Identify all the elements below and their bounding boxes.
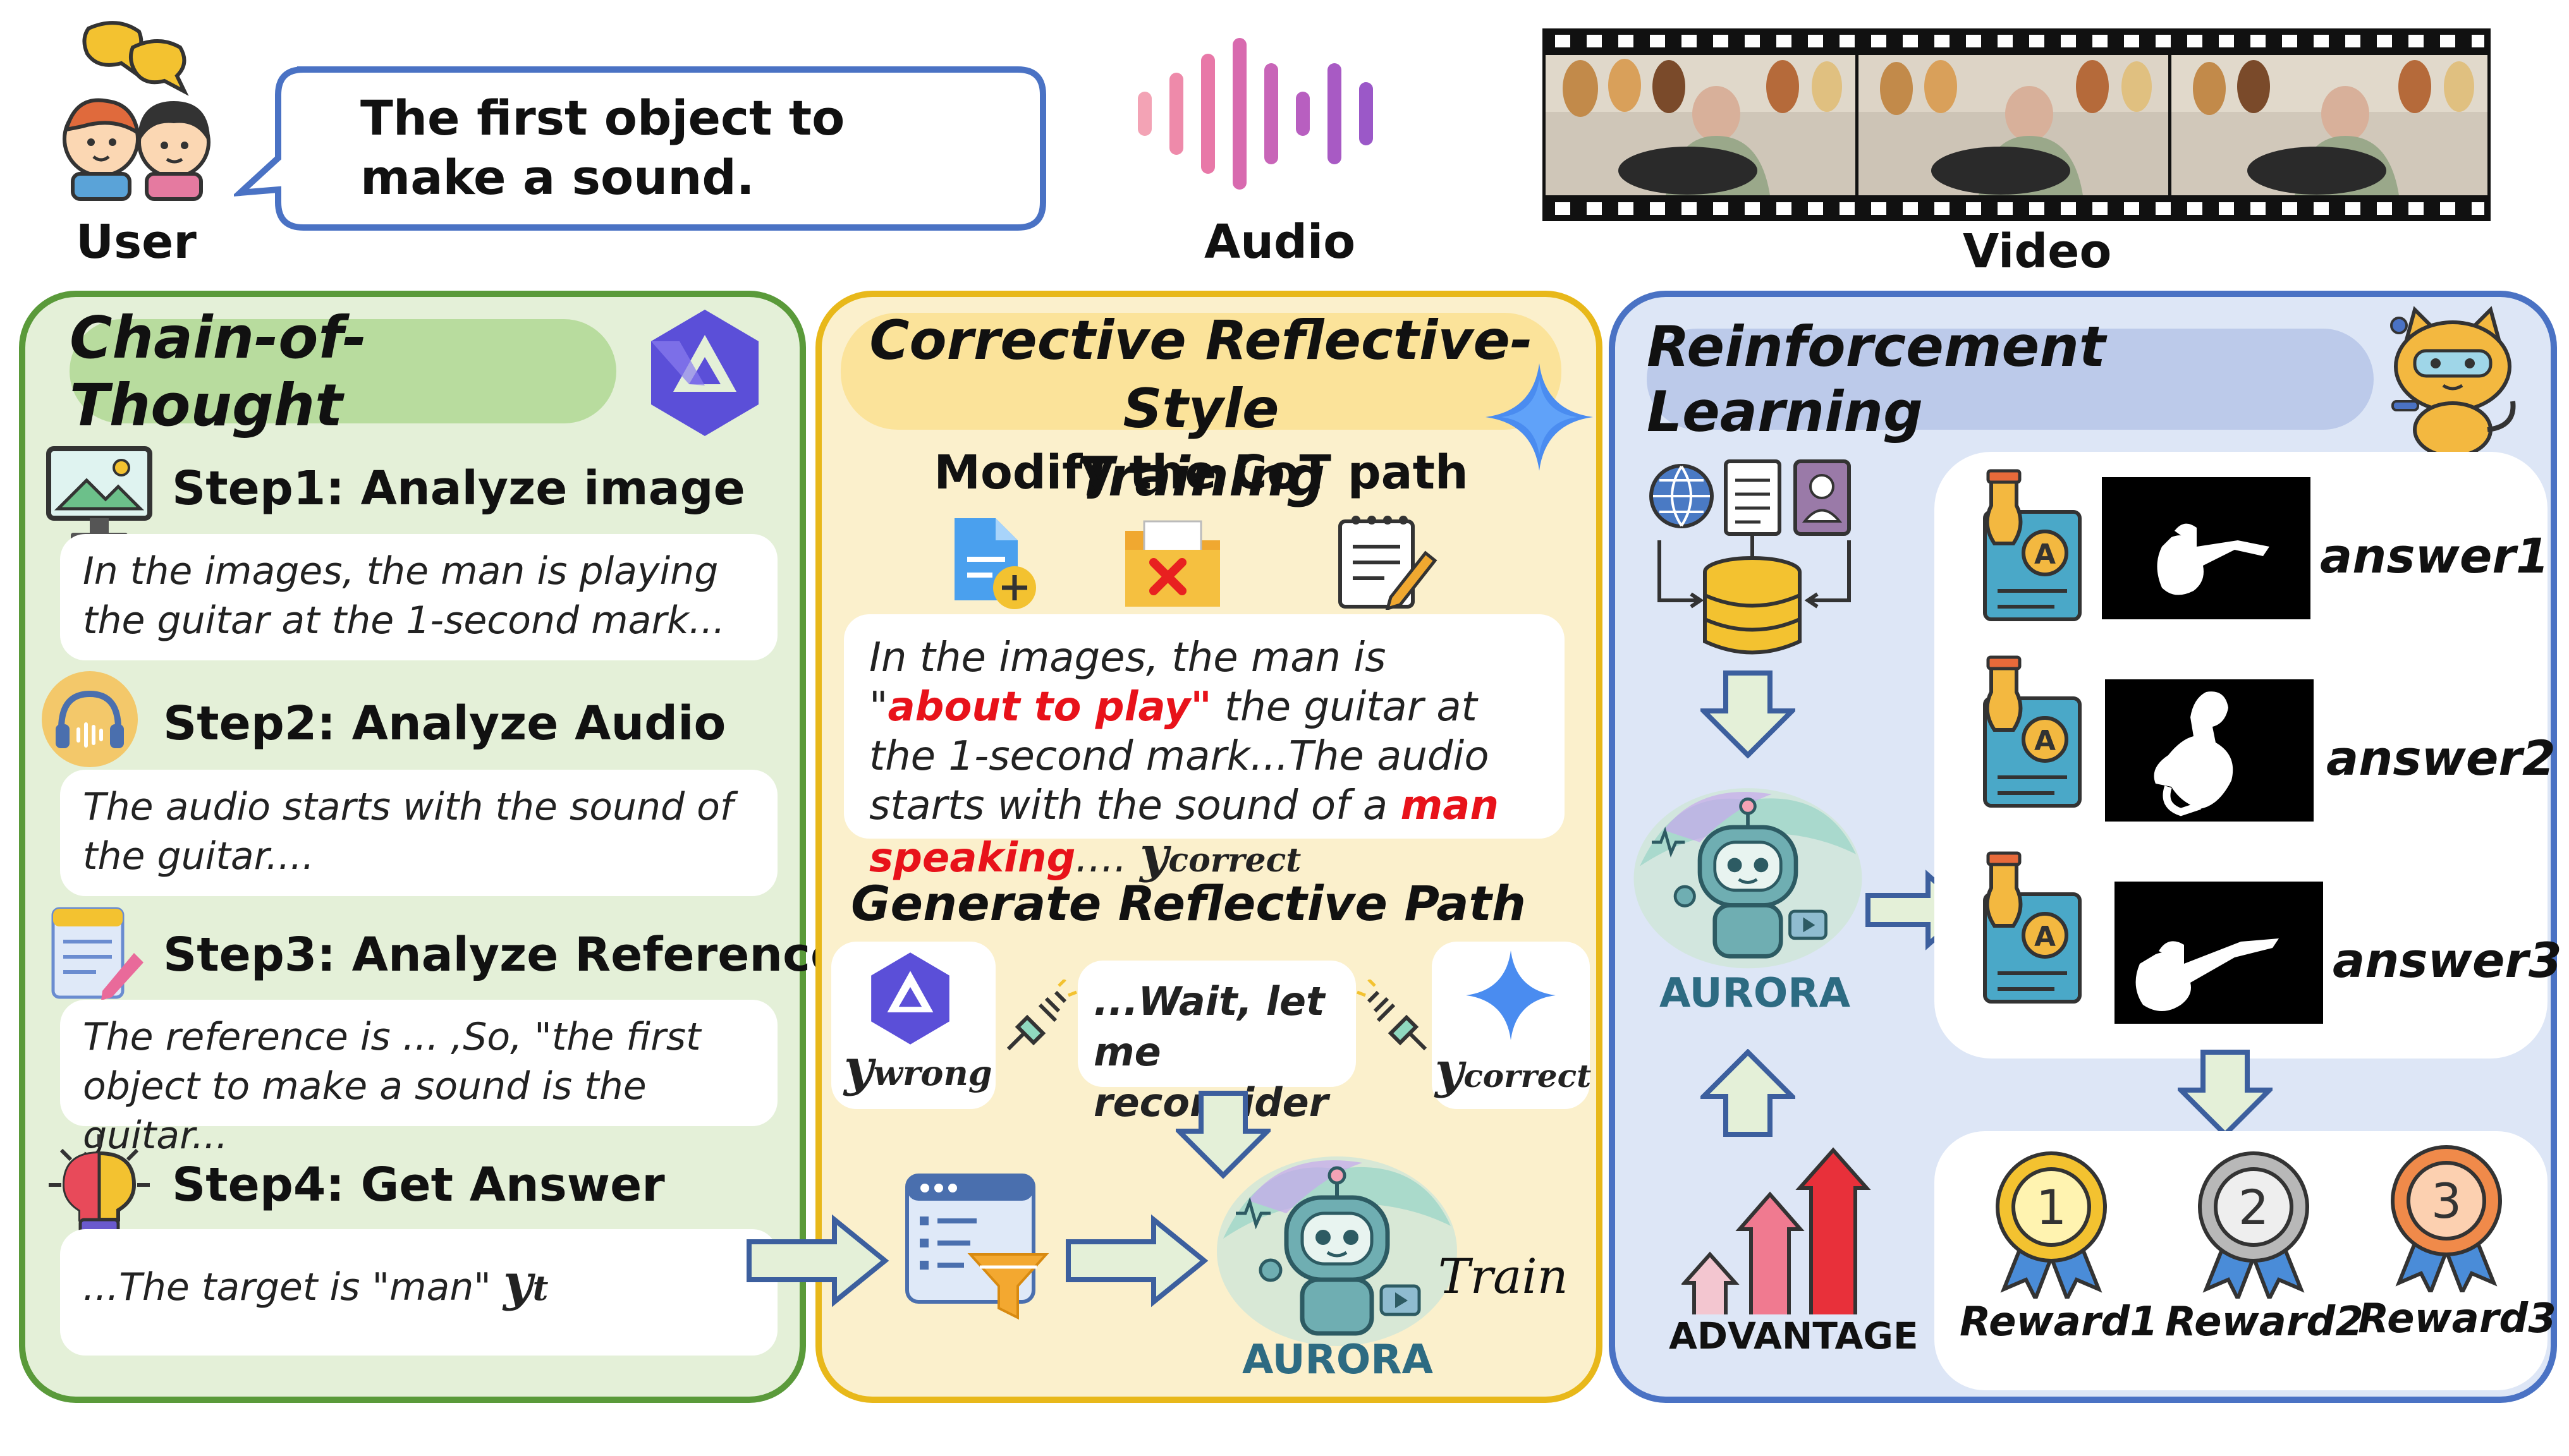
medal-bronze-icon: 3 [2383, 1141, 2510, 1297]
correct-path-card: ycorrect [1432, 942, 1592, 1109]
step1-title: Step1: Analyze image [172, 461, 745, 516]
database-sources-icon [1647, 455, 1862, 664]
audio-waveform-icon [1132, 38, 1429, 190]
aurora-label-train: AURORA [1242, 1337, 1434, 1383]
reference-notepad-icon [46, 902, 147, 1004]
answer1-label: answer1 [2320, 528, 2549, 584]
answer-sheet-icon-2: A [1966, 654, 2092, 812]
audio-headphone-icon [39, 669, 140, 770]
medal-number-3: 3 [2431, 1173, 2462, 1229]
user-speech-text: The first object to make a sound. [360, 90, 845, 205]
step1-text: In the images, the man is playing the gu… [83, 549, 725, 643]
image-monitor-icon [46, 446, 153, 547]
corrected-text-b: the guitar at the 1-second mark...The au… [869, 684, 1489, 829]
answer-mask-3 [2114, 882, 2323, 1024]
plug-right-icon [1356, 978, 1438, 1062]
step4-sub: t [532, 1268, 549, 1308]
up-arrow-advantage [1697, 1048, 1798, 1138]
corrected-text-a: In the images, the man is " [869, 634, 1386, 731]
answer-sheet-icon-1: A [1966, 468, 2092, 626]
svg-text:A: A [2034, 725, 2056, 757]
cot-title: Chain-of-Thought [70, 303, 367, 439]
step4-symbol: y [503, 1253, 533, 1312]
answer3-label: answer3 [2333, 932, 2562, 988]
rl-title: Reinforcement Learning [1647, 314, 2106, 444]
rl-title-pill: Reinforcement Learning [1647, 314, 2374, 444]
corrected-cot-card: In the images, the man is "about to play… [844, 614, 1565, 882]
modify-title: Modify the CoT path [934, 446, 1468, 500]
step3-title: Step3: Analyze Reference [163, 928, 843, 982]
step2-card: The audio starts with the sound of the g… [60, 770, 778, 896]
down-arrow-db-to-aurora [1697, 670, 1798, 759]
corrected-text-c: .... [1075, 835, 1127, 882]
correct2-symbol: y [1435, 1041, 1464, 1099]
medal-silver-icon: 2 [2190, 1147, 2317, 1304]
down-arrow-answers-to-rewards [2175, 1049, 2276, 1138]
wrong-sub: wrong [873, 1053, 992, 1093]
medal-number-1: 1 [2036, 1179, 2066, 1235]
step3-text: The reference is ... ,So, "the first obj… [83, 1015, 701, 1158]
reward3-label: Reward3 [2358, 1295, 2556, 1342]
advantage-arrows-icon [1680, 1147, 1877, 1318]
video-filmstrip [1542, 28, 2491, 221]
train-label: Train [1438, 1248, 1568, 1304]
cot-title-pill: Chain-of-Thought [70, 304, 616, 439]
reward1-label: Reward1 [1960, 1299, 2158, 1345]
qwen-logo-icon [635, 303, 774, 442]
step4-card: ...The target is "man" yt [60, 1229, 778, 1356]
step1-card: In the images, the man is playing the gu… [60, 534, 778, 660]
corrected-red-about-to-play: about to play" [888, 684, 1212, 731]
crst-title-line1: Corrective Reflective-Style [869, 309, 1533, 440]
step2-title: Step2: Analyze Audio [163, 696, 726, 751]
svg-text:A: A [2034, 538, 2056, 571]
correct-sub: correct [1168, 841, 1302, 880]
medal-number-2: 2 [2238, 1179, 2269, 1235]
delete-folder-icon [1119, 512, 1226, 613]
right-arrow-to-aurora [1065, 1213, 1211, 1308]
user-icon [38, 13, 228, 202]
correct2-sub: correct [1463, 1057, 1592, 1095]
correct-symbol: y [1140, 826, 1169, 883]
svg-text:A: A [2034, 921, 2056, 953]
aurora-robot-rl-icon [1628, 771, 1868, 980]
sparkle-icon [1482, 360, 1596, 474]
edit-notepad-icon [1331, 509, 1438, 611]
sparkle-small-icon [1466, 950, 1556, 1040]
wait-text: ...Wait, let me reconsider [1094, 978, 1328, 1125]
answer-sheet-icon-3: A [1966, 850, 2092, 1008]
step4-text: ...The target is "man" [83, 1265, 491, 1309]
answer-mask-2 [2105, 679, 2314, 822]
aurora-robot-train-icon [1211, 1144, 1463, 1352]
answer-mask-1 [2102, 477, 2310, 619]
reward2-label: Reward2 [2165, 1299, 2364, 1345]
add-file-icon [942, 512, 1043, 613]
medal-gold-icon: 1 [1988, 1147, 2114, 1304]
video-label: Video [1963, 224, 2112, 279]
corrected-red-man-speaking: man speaking [869, 782, 1499, 882]
wait-card: ...Wait, let me reconsider [1078, 961, 1356, 1125]
lightbulb-puzzle-icon [46, 1131, 153, 1239]
user-label: User [76, 215, 197, 269]
step4-title: Step4: Get Answer [172, 1158, 665, 1212]
generate-title: Generate Reflective Path [851, 875, 1526, 931]
crst-title: Corrective Reflective-Style Training [841, 306, 1561, 511]
step3-card: The reference is ... ,So, "the first obj… [60, 1000, 778, 1158]
plug-left-icon [996, 978, 1078, 1062]
crst-title-pill [841, 313, 1561, 430]
speech-bubble: The first object to make a sound. [234, 63, 1049, 234]
step2-text: The audio starts with the sound of the g… [83, 785, 733, 878]
wrong-symbol: y [844, 1038, 874, 1097]
qwen-logo-small-icon [871, 952, 949, 1045]
crst-title-line2: Training [1077, 446, 1326, 509]
audio-label: Audio [1204, 215, 1356, 269]
down-arrow-train [1173, 1090, 1274, 1179]
aurora-label-rl: AURORA [1659, 970, 1851, 1017]
right-arrow-from-cot [746, 1213, 891, 1308]
wrong-path-card: ywrong [831, 942, 996, 1109]
filter-window-icon [901, 1172, 1053, 1324]
cat-mascot-icon [2380, 300, 2525, 458]
answer2-label: answer2 [2326, 730, 2556, 786]
advantage-label: ADVANTAGE [1669, 1314, 1919, 1357]
